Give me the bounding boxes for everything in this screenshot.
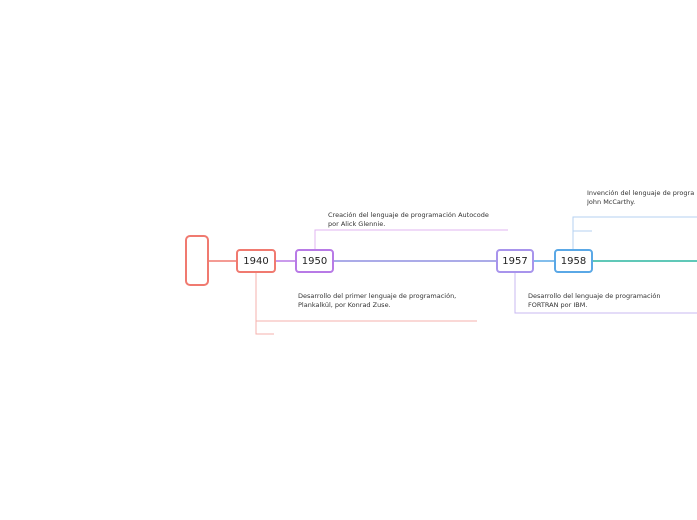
branch-1957-fortran	[514, 272, 697, 314]
root-topic[interactable]	[185, 235, 209, 286]
node-1958[interactable]: 1958	[554, 249, 593, 273]
branch-1940-empty	[255, 321, 274, 335]
node-1958-label: 1958	[560, 255, 587, 267]
node-1950-label: 1950	[301, 255, 328, 267]
note-autocode[interactable]: Creación del lenguaje de programación Au…	[328, 211, 489, 228]
node-1957-label: 1957	[502, 255, 528, 267]
branch-1958-lisp	[572, 216, 697, 250]
node-1957[interactable]: 1957	[496, 249, 534, 273]
node-1950[interactable]: 1950	[295, 249, 334, 273]
note-fortran[interactable]: Desarrollo del lenguaje de programación …	[528, 292, 661, 309]
node-1940-label: 1940	[243, 255, 269, 267]
node-1940[interactable]: 1940	[236, 249, 276, 273]
note-lisp[interactable]: Invención del lenguaje de progra John Mc…	[587, 189, 695, 206]
branch-1950-autocode	[314, 229, 508, 250]
note-plankalkul[interactable]: Desarrollo del primer lenguaje de progra…	[298, 292, 457, 309]
